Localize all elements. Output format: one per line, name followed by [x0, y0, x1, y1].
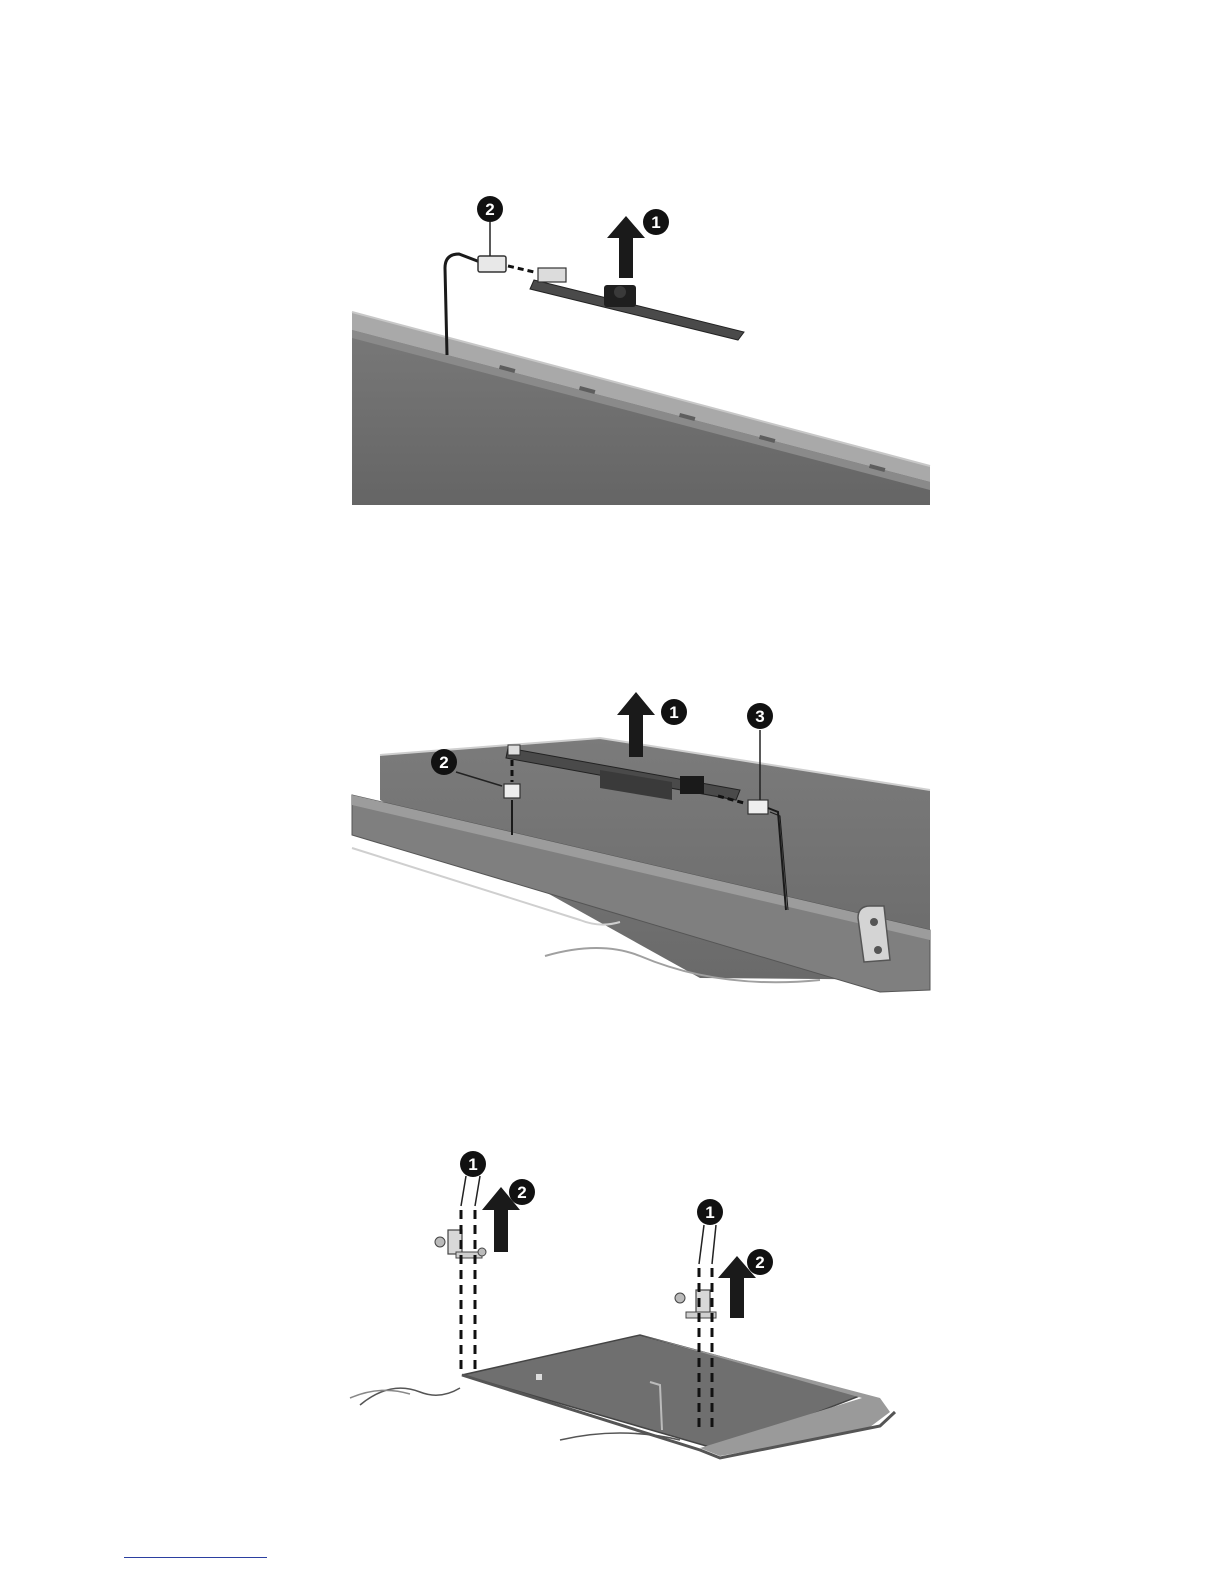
figure-2-illustration: 1 2 3 [0, 660, 1224, 1030]
svg-text:2: 2 [439, 753, 448, 772]
right-callout-2: 2 [747, 1249, 773, 1275]
svg-text:3: 3 [755, 707, 764, 726]
webcam-module [530, 268, 744, 340]
left-callout-2: 2 [509, 1179, 535, 1205]
svg-text:2: 2 [517, 1183, 526, 1202]
figure-1-illustration: 1 2 [0, 150, 1224, 550]
figure-webcam-removal: 1 2 [0, 150, 1224, 550]
callout-2: 2 [477, 196, 503, 256]
figure-hinge-removal: 1 2 1 2 [0, 1130, 1224, 1490]
callout-1: 1 [661, 699, 687, 725]
left-callout-1: 1 [460, 1151, 486, 1206]
lift-arrow [607, 216, 645, 278]
right-callout-1: 1 [697, 1199, 723, 1264]
left-hinge [435, 1210, 486, 1375]
callout-1: 1 [643, 209, 669, 235]
svg-text:1: 1 [651, 213, 660, 232]
svg-text:1: 1 [669, 703, 678, 722]
figure-module-removal: 1 2 3 [0, 660, 1224, 1030]
hinge-bracket [858, 906, 890, 962]
svg-text:1: 1 [705, 1203, 714, 1222]
footnote-rule [124, 1557, 267, 1558]
svg-text:1: 1 [468, 1155, 477, 1174]
svg-text:2: 2 [755, 1253, 764, 1272]
display-enclosure [352, 312, 930, 505]
figure-3-illustration: 1 2 1 2 [0, 1130, 1224, 1490]
display-enclosure [350, 1335, 895, 1458]
svg-text:2: 2 [485, 200, 494, 219]
